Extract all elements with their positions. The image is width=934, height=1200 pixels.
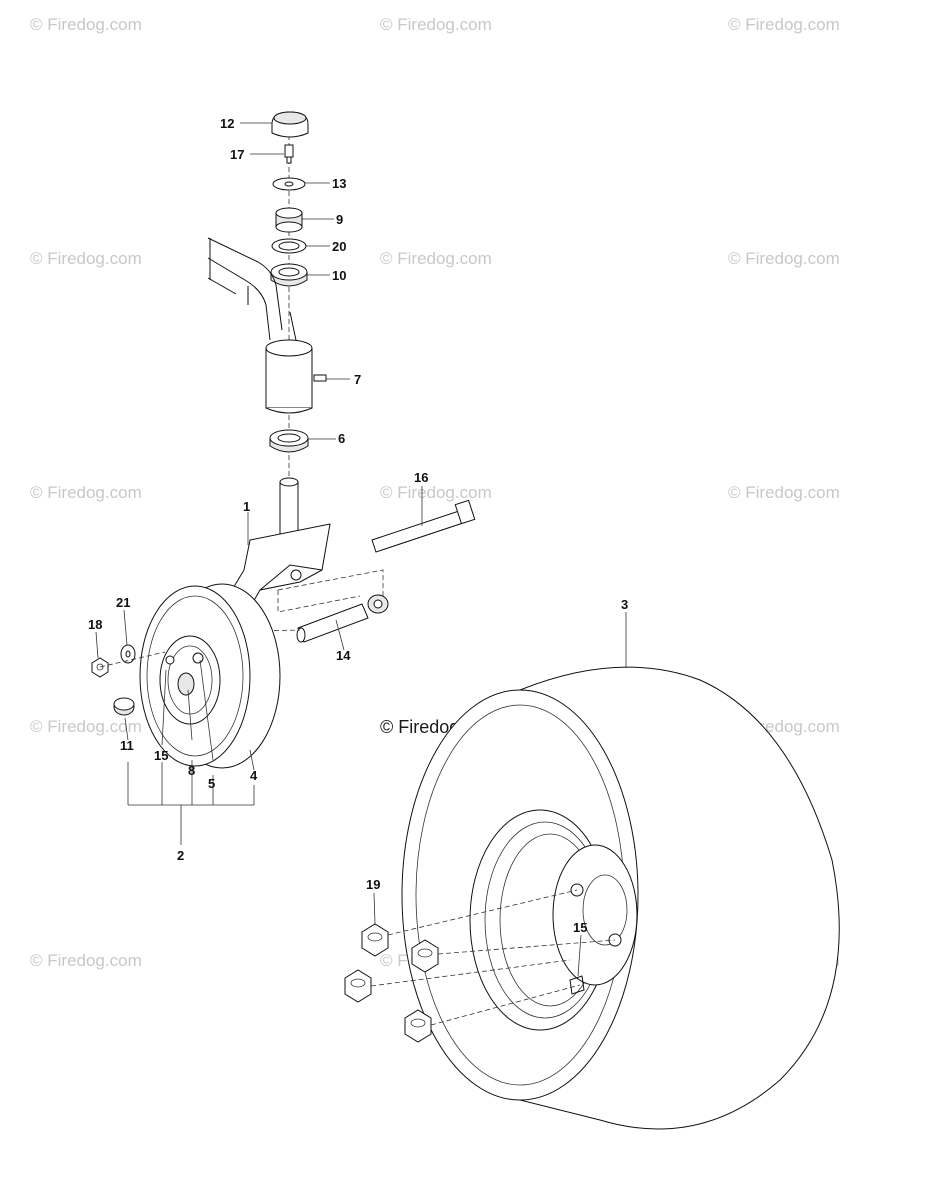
watermark-text: © Firedog.com <box>30 483 142 502</box>
callout-6: 6 <box>338 431 345 446</box>
lug-nut-part <box>411 939 439 973</box>
watermark-text: © Firedog.com <box>728 483 840 502</box>
dust-cap-part <box>271 111 309 138</box>
lower-bearing-part <box>269 429 309 453</box>
callout-5: 5 <box>208 776 215 791</box>
upper-bearing-part <box>270 263 308 287</box>
callout-20: 20 <box>332 239 346 254</box>
callout-15: 15 <box>573 920 587 935</box>
tube-grease-fitting-part <box>313 374 327 382</box>
callout-3: 3 <box>621 597 628 612</box>
callout-4: 4 <box>250 768 258 783</box>
caster-hardware-axis <box>99 651 166 668</box>
mower-frame-part <box>207 237 298 346</box>
lug-nut-part <box>404 1009 432 1043</box>
callout-19: 19 <box>366 877 380 892</box>
axle-spacer-part <box>296 603 369 643</box>
watermark-text: © Firedog.com <box>30 249 142 268</box>
caster-nut-part <box>91 657 109 678</box>
callout-11: 11 <box>120 738 134 753</box>
callout-13: 13 <box>332 176 346 191</box>
callout-9: 9 <box>336 212 343 227</box>
castle-nut-part <box>275 207 303 233</box>
watermark-text: © Firedog.com <box>380 249 492 268</box>
watermark-text: © Firedog.com <box>728 249 840 268</box>
callout-14: 14 <box>336 648 351 663</box>
callout-8: 8 <box>188 763 195 778</box>
callout-16: 16 <box>414 470 428 485</box>
watermark-text: © Firedog.com <box>380 15 492 34</box>
caster-washer-part <box>120 644 136 664</box>
callout-1: 1 <box>243 499 250 514</box>
callout-10: 10 <box>332 268 346 283</box>
watermark-text: © Firedog.com <box>30 15 142 34</box>
lug-axis-lines <box>370 889 616 1026</box>
axle-nut-part <box>367 594 389 614</box>
washer-part <box>272 177 306 191</box>
projection-lines <box>209 569 384 633</box>
callout-labels: 12 17 13 9 20 10 7 6 1 16 14 3 18 21 11 … <box>88 116 628 935</box>
axle-bolt-part <box>371 499 476 553</box>
watermark-text: © Firedog.com <box>30 951 142 970</box>
callout-18: 18 <box>88 617 102 632</box>
callout-21: 21 <box>116 595 130 610</box>
callout-2: 2 <box>177 848 184 863</box>
watermark-text: © Firedog.com <box>380 483 492 502</box>
leader-lines <box>95 122 627 977</box>
watermark-text: © Firedog.com <box>728 15 840 34</box>
watermark-text: © Firedog.com <box>30 717 142 736</box>
callout-12: 12 <box>220 116 234 131</box>
callout-15: 15 <box>154 748 168 763</box>
lug-nut-part <box>344 969 372 1003</box>
callout-7: 7 <box>354 372 361 387</box>
caster-tube-part <box>265 339 313 414</box>
rear-wheel-part <box>401 666 840 1130</box>
grease-fitting-part <box>284 144 294 164</box>
bearing-cap-part <box>113 697 135 716</box>
callout-17: 17 <box>230 147 244 162</box>
caster-wheel-part <box>139 583 281 769</box>
spacer-ring-part <box>271 238 307 254</box>
